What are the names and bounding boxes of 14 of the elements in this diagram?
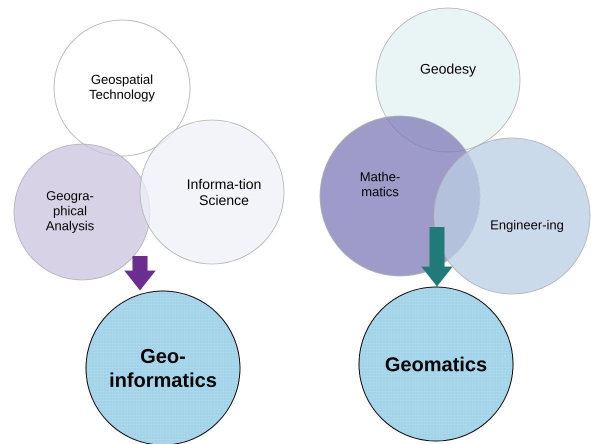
circle-label: Geospatial Technology bbox=[89, 74, 155, 102]
venn-circle bbox=[54, 20, 190, 156]
circle-label: Geomatics bbox=[386, 356, 486, 372]
circle-label: Geo-informatics bbox=[110, 348, 216, 388]
circle-label: Informa-tion Science bbox=[188, 178, 260, 206]
circle-label: Geodesy bbox=[420, 63, 476, 77]
venn-circle bbox=[140, 120, 284, 264]
venn-circle bbox=[14, 144, 150, 280]
venn-circle bbox=[434, 138, 590, 294]
hatched-circle bbox=[358, 286, 514, 442]
circle-label: Mathe-matics bbox=[360, 172, 400, 196]
circle-label: Engineer-ing bbox=[491, 220, 564, 232]
hatched-circle bbox=[86, 290, 240, 444]
circle-label: Geogra-phical Analysis bbox=[46, 191, 94, 233]
